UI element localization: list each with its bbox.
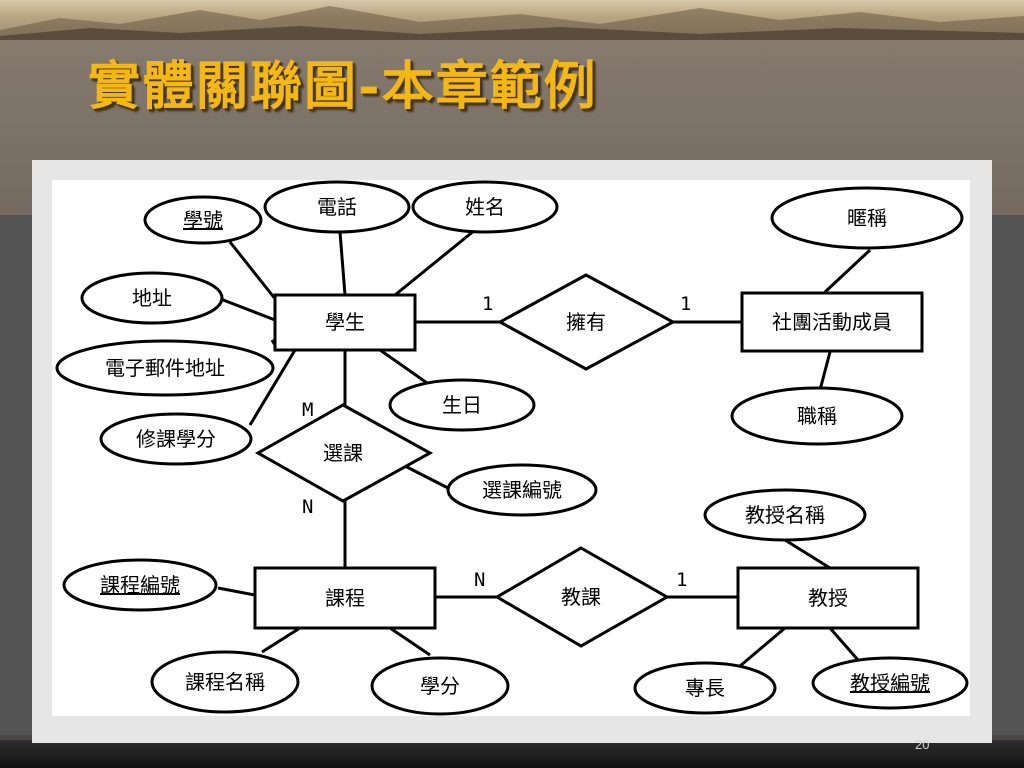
attribute-birthday-label: 生日	[442, 393, 482, 417]
entity-course: 課程	[253, 566, 437, 630]
cardinality-teach-prof: 1	[676, 569, 687, 591]
slide-title: 實體關聯圖-本章範例	[88, 56, 598, 117]
cardinality-labels: 1 1 M N N 1	[302, 293, 691, 591]
attribute-email-label: 電子郵件地址	[105, 356, 225, 380]
attribute-specialty-label: 專長	[685, 676, 725, 700]
attribute-prof-title-label: 教授名稱	[745, 503, 825, 527]
relationship-enrolls: 選課	[254, 403, 434, 503]
relationship-owns-label: 擁有	[566, 310, 606, 334]
attribute-enroll-id-label: 選課編號	[482, 478, 562, 502]
attribute-phone: 電話	[263, 180, 411, 234]
attribute-credit: 學分	[370, 656, 510, 716]
attribute-course-id-label: 課程編號	[100, 573, 180, 597]
attribute-course-name-label: 課程名稱	[185, 670, 265, 694]
attribute-email: 電子郵件地址	[55, 339, 275, 397]
entity-professor: 教授	[736, 566, 920, 630]
cardinality-owns-student: 1	[482, 293, 493, 315]
attribute-nickname: 暱稱	[770, 186, 964, 250]
attribute-address: 地址	[80, 271, 224, 325]
attribute-course-credit-label: 修課學分	[136, 427, 216, 451]
entity-student-label: 學生	[325, 310, 365, 334]
entity-student: 學生	[273, 293, 417, 352]
top-decorative-band	[0, 0, 1024, 40]
attribute-name-label: 姓名	[465, 195, 505, 219]
relationship-enrolls-label: 選課	[323, 441, 363, 465]
attribute-prof-id-label: 教授編號	[850, 671, 930, 695]
attribute-course-credit: 修課學分	[99, 412, 253, 466]
mountain-landscape-image	[0, 6, 1024, 38]
entity-club-member-label: 社團活動成員	[772, 310, 892, 334]
attribute-prof-id: 教授編號	[811, 656, 969, 710]
relationship-teaches-label: 教課	[561, 585, 601, 609]
relationship-teaches: 教課	[494, 546, 671, 648]
bottom-bar	[0, 740, 1024, 768]
attribute-nickname-label: 暱稱	[847, 206, 887, 230]
attribute-student-id: 學號	[143, 195, 263, 245]
er-diagram: 學生 社團活動成員 課程 教授 擁有 選課 教課 學號	[52, 180, 970, 716]
attribute-name: 姓名	[411, 180, 559, 234]
attribute-specialty: 專長	[633, 661, 777, 715]
entity-course-label: 課程	[325, 586, 365, 610]
attribute-job-title: 職稱	[730, 386, 904, 446]
attribute-student-id-label: 學號	[183, 208, 223, 232]
attribute-enroll-id: 選課編號	[446, 463, 598, 517]
relationship-owns: 擁有	[496, 273, 677, 371]
attribute-course-name: 課程名稱	[150, 650, 300, 714]
entity-professor-label: 教授	[808, 586, 848, 610]
entity-club-member: 社團活動成員	[740, 291, 924, 353]
attribute-job-title-label: 職稱	[797, 404, 837, 428]
cardinality-enroll-student: M	[302, 399, 313, 421]
attribute-prof-title: 教授名稱	[703, 488, 867, 542]
attribute-birthday: 生日	[388, 378, 536, 432]
cardinality-teach-course: N	[474, 569, 485, 591]
connector-lines	[217, 228, 872, 668]
attribute-phone-label: 電話	[317, 195, 357, 219]
cardinality-enroll-course: N	[302, 496, 313, 518]
attribute-address-label: 地址	[132, 286, 172, 310]
attribute-course-id: 課程編號	[62, 558, 218, 612]
attribute-credit-label: 學分	[420, 674, 460, 698]
page-number: 20	[915, 737, 930, 752]
cardinality-owns-member: 1	[680, 293, 691, 315]
